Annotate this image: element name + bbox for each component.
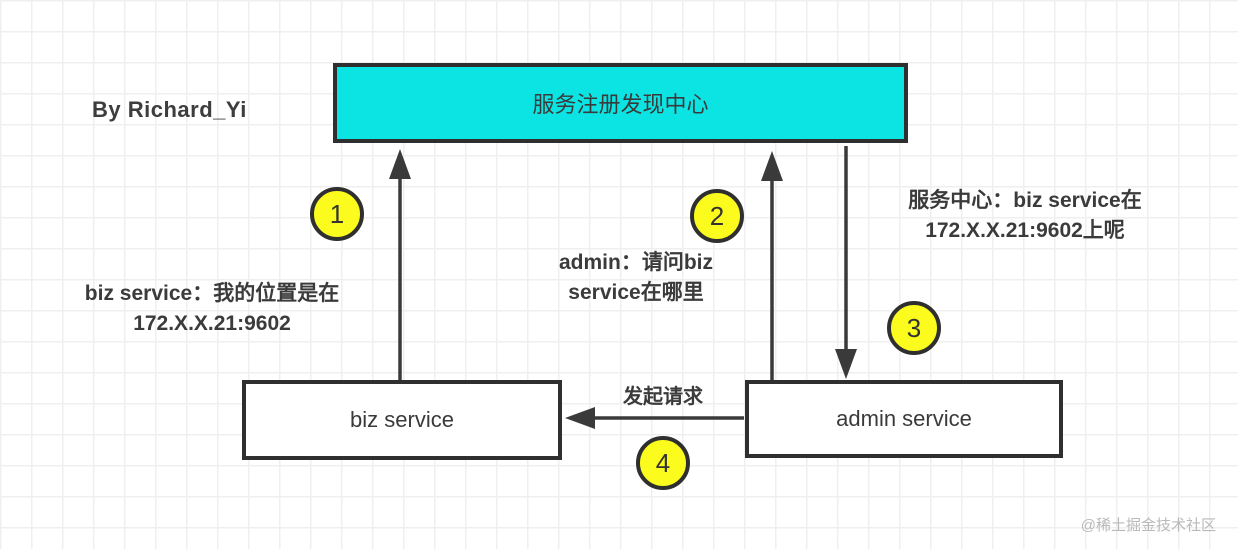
admin-service-label: admin service bbox=[836, 406, 972, 431]
step-badge-1: 1 bbox=[310, 187, 364, 241]
watermark: @稀土掘金技术社区 bbox=[1080, 517, 1216, 534]
message-query: admin：请问biz service在哪里 bbox=[558, 251, 713, 305]
message-request: 发起请求 bbox=[623, 386, 703, 408]
byline: By Richard_Yi bbox=[92, 97, 247, 122]
arrow-query-head bbox=[761, 151, 783, 181]
step-badge-3: 3 bbox=[887, 301, 941, 355]
message-register: biz service：我的位置是在 172.X.X.21:9602 bbox=[84, 282, 340, 336]
message-reply: 服务中心：biz service在 172.X.X.21:9602上呢 bbox=[908, 189, 1142, 243]
arrow-register-head bbox=[389, 149, 411, 179]
biz-service-box: biz service bbox=[242, 380, 562, 460]
arrow-request-head bbox=[565, 407, 595, 429]
step-badge-2: 2 bbox=[690, 189, 744, 243]
step-badge-4: 4 bbox=[636, 436, 690, 490]
registry-box: 服务注册发现中心 bbox=[333, 63, 908, 143]
registry-label: 服务注册发现中心 bbox=[532, 92, 709, 117]
admin-service-box: admin service bbox=[745, 380, 1063, 458]
arrow-reply-head bbox=[835, 349, 857, 379]
biz-service-label: biz service bbox=[350, 407, 454, 432]
